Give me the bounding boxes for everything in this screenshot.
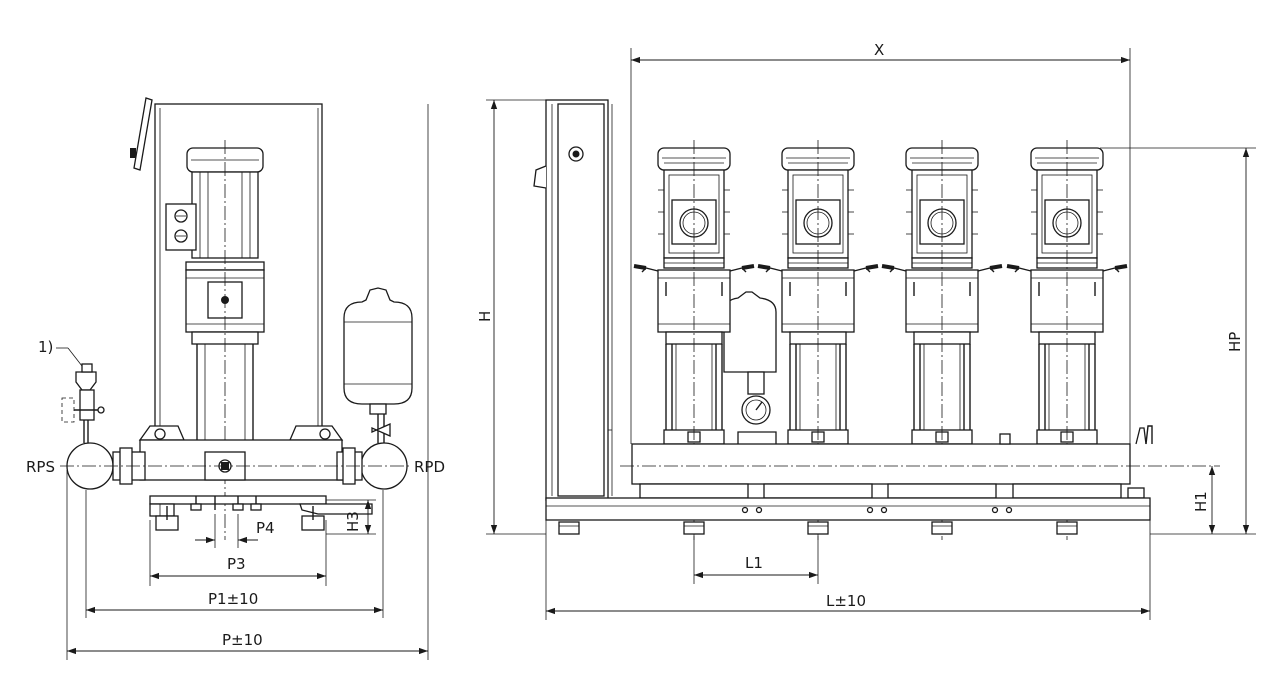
front-view (486, 48, 1256, 620)
p3-label: P3 (227, 555, 246, 573)
l-label: L±10 (826, 592, 866, 610)
p1-label: P1±10 (208, 590, 258, 608)
rps-label: RPS (26, 458, 55, 476)
membrane-tank (343, 287, 413, 405)
h-label: H (476, 311, 494, 322)
manifold (631, 443, 1131, 485)
note-label: 1) (38, 338, 53, 356)
x-label: X (874, 41, 884, 59)
hp-label: HP (1226, 332, 1244, 352)
p-label: P±10 (222, 631, 263, 649)
base-frame (545, 497, 1151, 521)
h1-label: H1 (1192, 491, 1210, 512)
h3-label: H3 (344, 511, 362, 532)
side-view (56, 97, 429, 660)
l1-label: L1 (745, 554, 763, 572)
rpd-label: RPD (414, 458, 445, 476)
p4-label: P4 (256, 519, 275, 537)
